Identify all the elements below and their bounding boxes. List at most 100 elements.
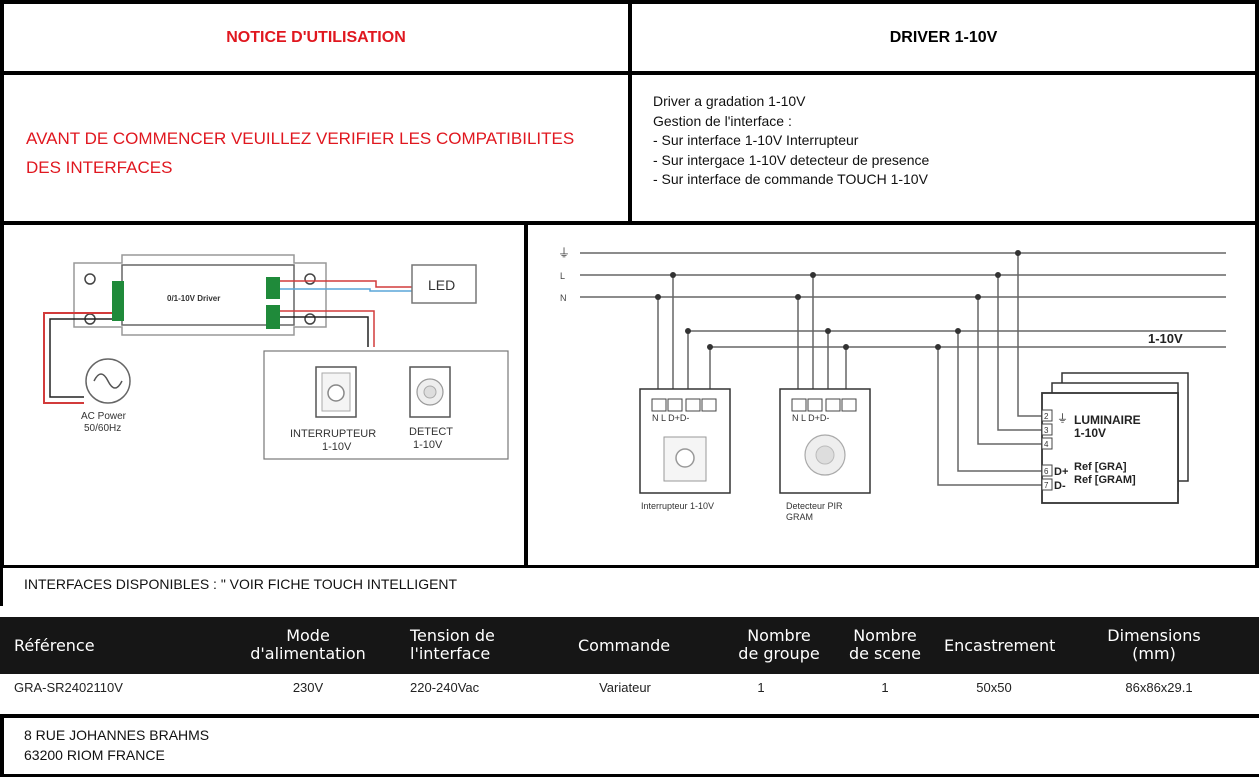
dminus-label: D- (1054, 480, 1066, 492)
warning-line-2: DES INTERFACES (26, 158, 173, 177)
cell-scene: 1 (881, 680, 889, 695)
ref-gram: Ref [GRAM] (1074, 474, 1136, 486)
pin-number: 6 (1044, 467, 1049, 476)
col-scene-line1: Nombre (853, 626, 917, 645)
specs-list: Driver a gradation 1-10V Gestion de l'in… (653, 92, 1243, 190)
col-mode-line1: Mode (286, 626, 330, 645)
bus-label: 1-10V (1148, 331, 1183, 346)
col-encastrement: Encastrement (944, 636, 1056, 655)
dplus-label: D+ (1054, 466, 1068, 478)
neutral-label: N (560, 293, 567, 303)
col-tension: Tension de l'interface (410, 627, 495, 663)
ref-gra: Ref [GRA] (1074, 461, 1127, 473)
spec-line: Gestion de l'interface : (653, 112, 792, 129)
col-scene-line2: de scene (848, 644, 922, 663)
cell-commande: Variateur (599, 680, 651, 695)
wiring-diagram-driver: 0/1-10V Driver LED AC Power 50/60Hz INTE… (43, 254, 509, 460)
earth-symbol: ⏚ (558, 246, 570, 260)
driver-box (121, 264, 295, 326)
switch-label: INTERRUPTEUR (290, 428, 376, 440)
company-address: 8 RUE JOHANNES BRAHMS 63200 RIOM FRANCE (24, 725, 209, 765)
product-title: DRIVER 1-10V (889, 28, 998, 46)
control-wire-red (280, 310, 375, 347)
col-reference: Référence (14, 636, 95, 655)
luminaire-label: LUMINAIRE (1074, 413, 1141, 427)
interfaces-panel (263, 350, 509, 460)
cell-mode: 230V (292, 680, 324, 695)
pin-number: 4 (1044, 440, 1049, 449)
terminal-labels: N L D+D- (792, 413, 829, 423)
pin-number: 7 (1044, 481, 1049, 490)
col-mode: Mode d'alimentation (238, 627, 378, 663)
dimmer-knob (675, 448, 695, 468)
led-label: LED (428, 277, 455, 293)
spec-line: Driver a gradation 1-10V (653, 93, 806, 109)
pin-number: 3 (1044, 426, 1049, 435)
divider-diagrams-bottom (0, 565, 1259, 568)
divider-diagrams-vertical (524, 221, 528, 568)
divider-address (0, 714, 1259, 718)
spec-line: - Sur interface de commande TOUCH 1-10V (653, 171, 928, 187)
divider-header-vertical (628, 0, 632, 224)
spec-line: - Sur interface 1-10V Interrupteur (653, 132, 859, 148)
led-box (411, 264, 477, 304)
col-tension-line1: Tension de (410, 626, 495, 645)
sine-wave (93, 373, 123, 389)
switch-device-label: Interrupteur 1-10V (641, 501, 714, 511)
mount-hole (304, 313, 316, 325)
col-groupe: Nombre de groupe (726, 627, 832, 663)
mount-hole (304, 273, 316, 285)
mount-hole (84, 273, 96, 285)
power-wire-red (43, 312, 112, 404)
terminal-block-out-top (266, 277, 280, 299)
detect-sublabel: 1-10V (413, 439, 443, 451)
detect-label: DETECT (409, 426, 453, 438)
col-commande: Commande (578, 636, 671, 655)
power-wire-black (49, 318, 112, 398)
cell-dimensions: 86x86x29.1 (1125, 680, 1193, 695)
driver-label: 0/1-10V Driver (167, 294, 220, 303)
luminaire-box (1041, 392, 1179, 504)
col-tension-line2: l'interface (410, 644, 491, 663)
col-scene: Nombre de scene (842, 627, 928, 663)
dimmer-knob (327, 384, 345, 402)
ac-freq-label: 50/60Hz (84, 423, 121, 434)
control-wire-black (280, 316, 369, 347)
cell-tension: 220-240Vac (410, 680, 480, 695)
border-bottom (0, 774, 1259, 777)
border-right-top (1255, 0, 1259, 568)
ac-power-label: AC Power (81, 411, 127, 422)
terminal-labels: N L D+D- (652, 413, 689, 423)
border-left-address (0, 714, 4, 777)
pin-number: 2 (1044, 412, 1049, 421)
luminaire-sublabel: 1-10V (1074, 426, 1106, 440)
warning-line-1: AVANT DE COMMENCER VEUILLEZ VERIFIER LES… (26, 129, 575, 148)
compatibility-warning: AVANT DE COMMENCER VEUILLEZ VERIFIER LES… (26, 124, 626, 182)
col-mode-line2: d'alimentation (250, 644, 366, 663)
col-groupe-line2: de groupe (738, 644, 820, 663)
divider-specs (0, 221, 1259, 225)
border-left-note (0, 568, 3, 606)
led-wire-red (280, 280, 412, 288)
col-groupe-line1: Nombre (747, 626, 811, 645)
address-line-1: 8 RUE JOHANNES BRAHMS (24, 727, 210, 743)
col-dimensions: Dimensions (mm) (1094, 627, 1214, 663)
detector-sublabel: GRAM (786, 512, 813, 522)
interfaces-note: INTERFACES DISPONIBLES : " VOIR FICHE TO… (24, 576, 458, 592)
wiring-schematic: ⏚ L N 1-10V N L D+D- Interrupteur 1-10V … (558, 246, 1226, 522)
col-dimensions-line2: (mm) (1132, 644, 1176, 663)
pir-lens (423, 385, 437, 399)
detector-label: Detecteur PIR (786, 501, 843, 511)
table-header: Référence Mode d'alimentation Tension de… (0, 617, 1259, 674)
switch-sublabel: 1-10V (322, 441, 352, 453)
live-label: L (560, 271, 565, 281)
address-line-2: 63200 RIOM FRANCE (24, 747, 165, 763)
pir-lens (815, 445, 835, 465)
cell-reference: GRA-SR2402110V (14, 680, 123, 695)
terminal-block-out-bottom (266, 305, 280, 329)
cell-groupe: 1 (757, 680, 765, 695)
spec-line: - Sur intergace 1-10V detecteur de prese… (653, 151, 930, 168)
cell-encastrement: 50x50 (976, 680, 1012, 695)
earth-symbol: ⏚ (1057, 412, 1068, 425)
col-dimensions-line1: Dimensions (1107, 626, 1201, 645)
